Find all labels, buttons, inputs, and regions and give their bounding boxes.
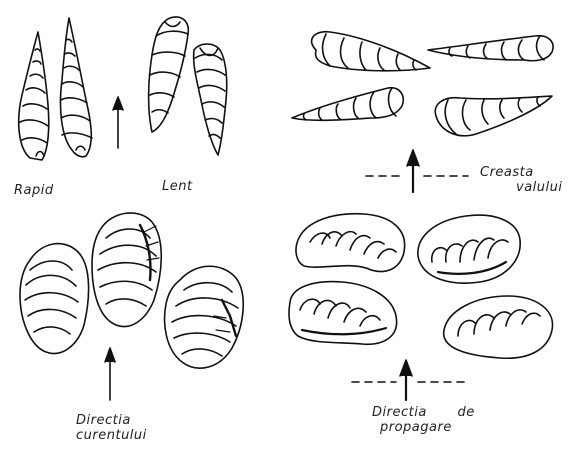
bivalve-prop-3 [289, 282, 397, 345]
shell-wave-3 [292, 88, 403, 121]
arrow-wave [366, 150, 468, 192]
bivalve-3 [165, 266, 244, 368]
label-directia-curentului: Directia curentului [76, 414, 147, 444]
bivalve-2 [92, 213, 161, 327]
arrow-center-up [113, 97, 123, 148]
label-rapid: Rapid [14, 184, 54, 199]
shell-wave-2 [428, 36, 553, 61]
label-lent: Lent [162, 180, 193, 195]
arrow-propagation [352, 360, 468, 400]
shell-rapid-2 [60, 18, 92, 157]
label-directia-propagare-word1: Directia [372, 405, 427, 420]
bivalve-prop-2 [418, 215, 520, 283]
label-directia-propagare-word2: de [457, 405, 474, 420]
shell-slow-2 [194, 44, 227, 155]
shell-slow-1 [149, 17, 189, 132]
label-directia-propagare-line3: propagare [380, 421, 475, 436]
shell-wave-4 [435, 96, 552, 136]
label-directia-curentului-line1: Directia [76, 414, 147, 429]
bivalve-prop-1 [296, 214, 405, 272]
label-directia-propagare: Directia de propagare [372, 406, 475, 436]
bivalve-1 [20, 244, 89, 354]
arrow-current [105, 348, 115, 400]
label-lent-text: Lent [162, 180, 193, 195]
bivalve-prop-4 [444, 296, 553, 358]
label-creasta-line2: valului [516, 181, 562, 196]
label-creasta: Creasta valului [480, 166, 562, 196]
label-creasta-line1: Creasta [480, 166, 562, 181]
label-rapid-text: Rapid [14, 184, 54, 199]
label-directia-curentului-line2: curentului [76, 429, 147, 444]
label-directia-propagare-line1: Directia de [372, 406, 475, 421]
shell-wave-1 [312, 32, 430, 71]
shell-rapid-1 [19, 32, 49, 160]
